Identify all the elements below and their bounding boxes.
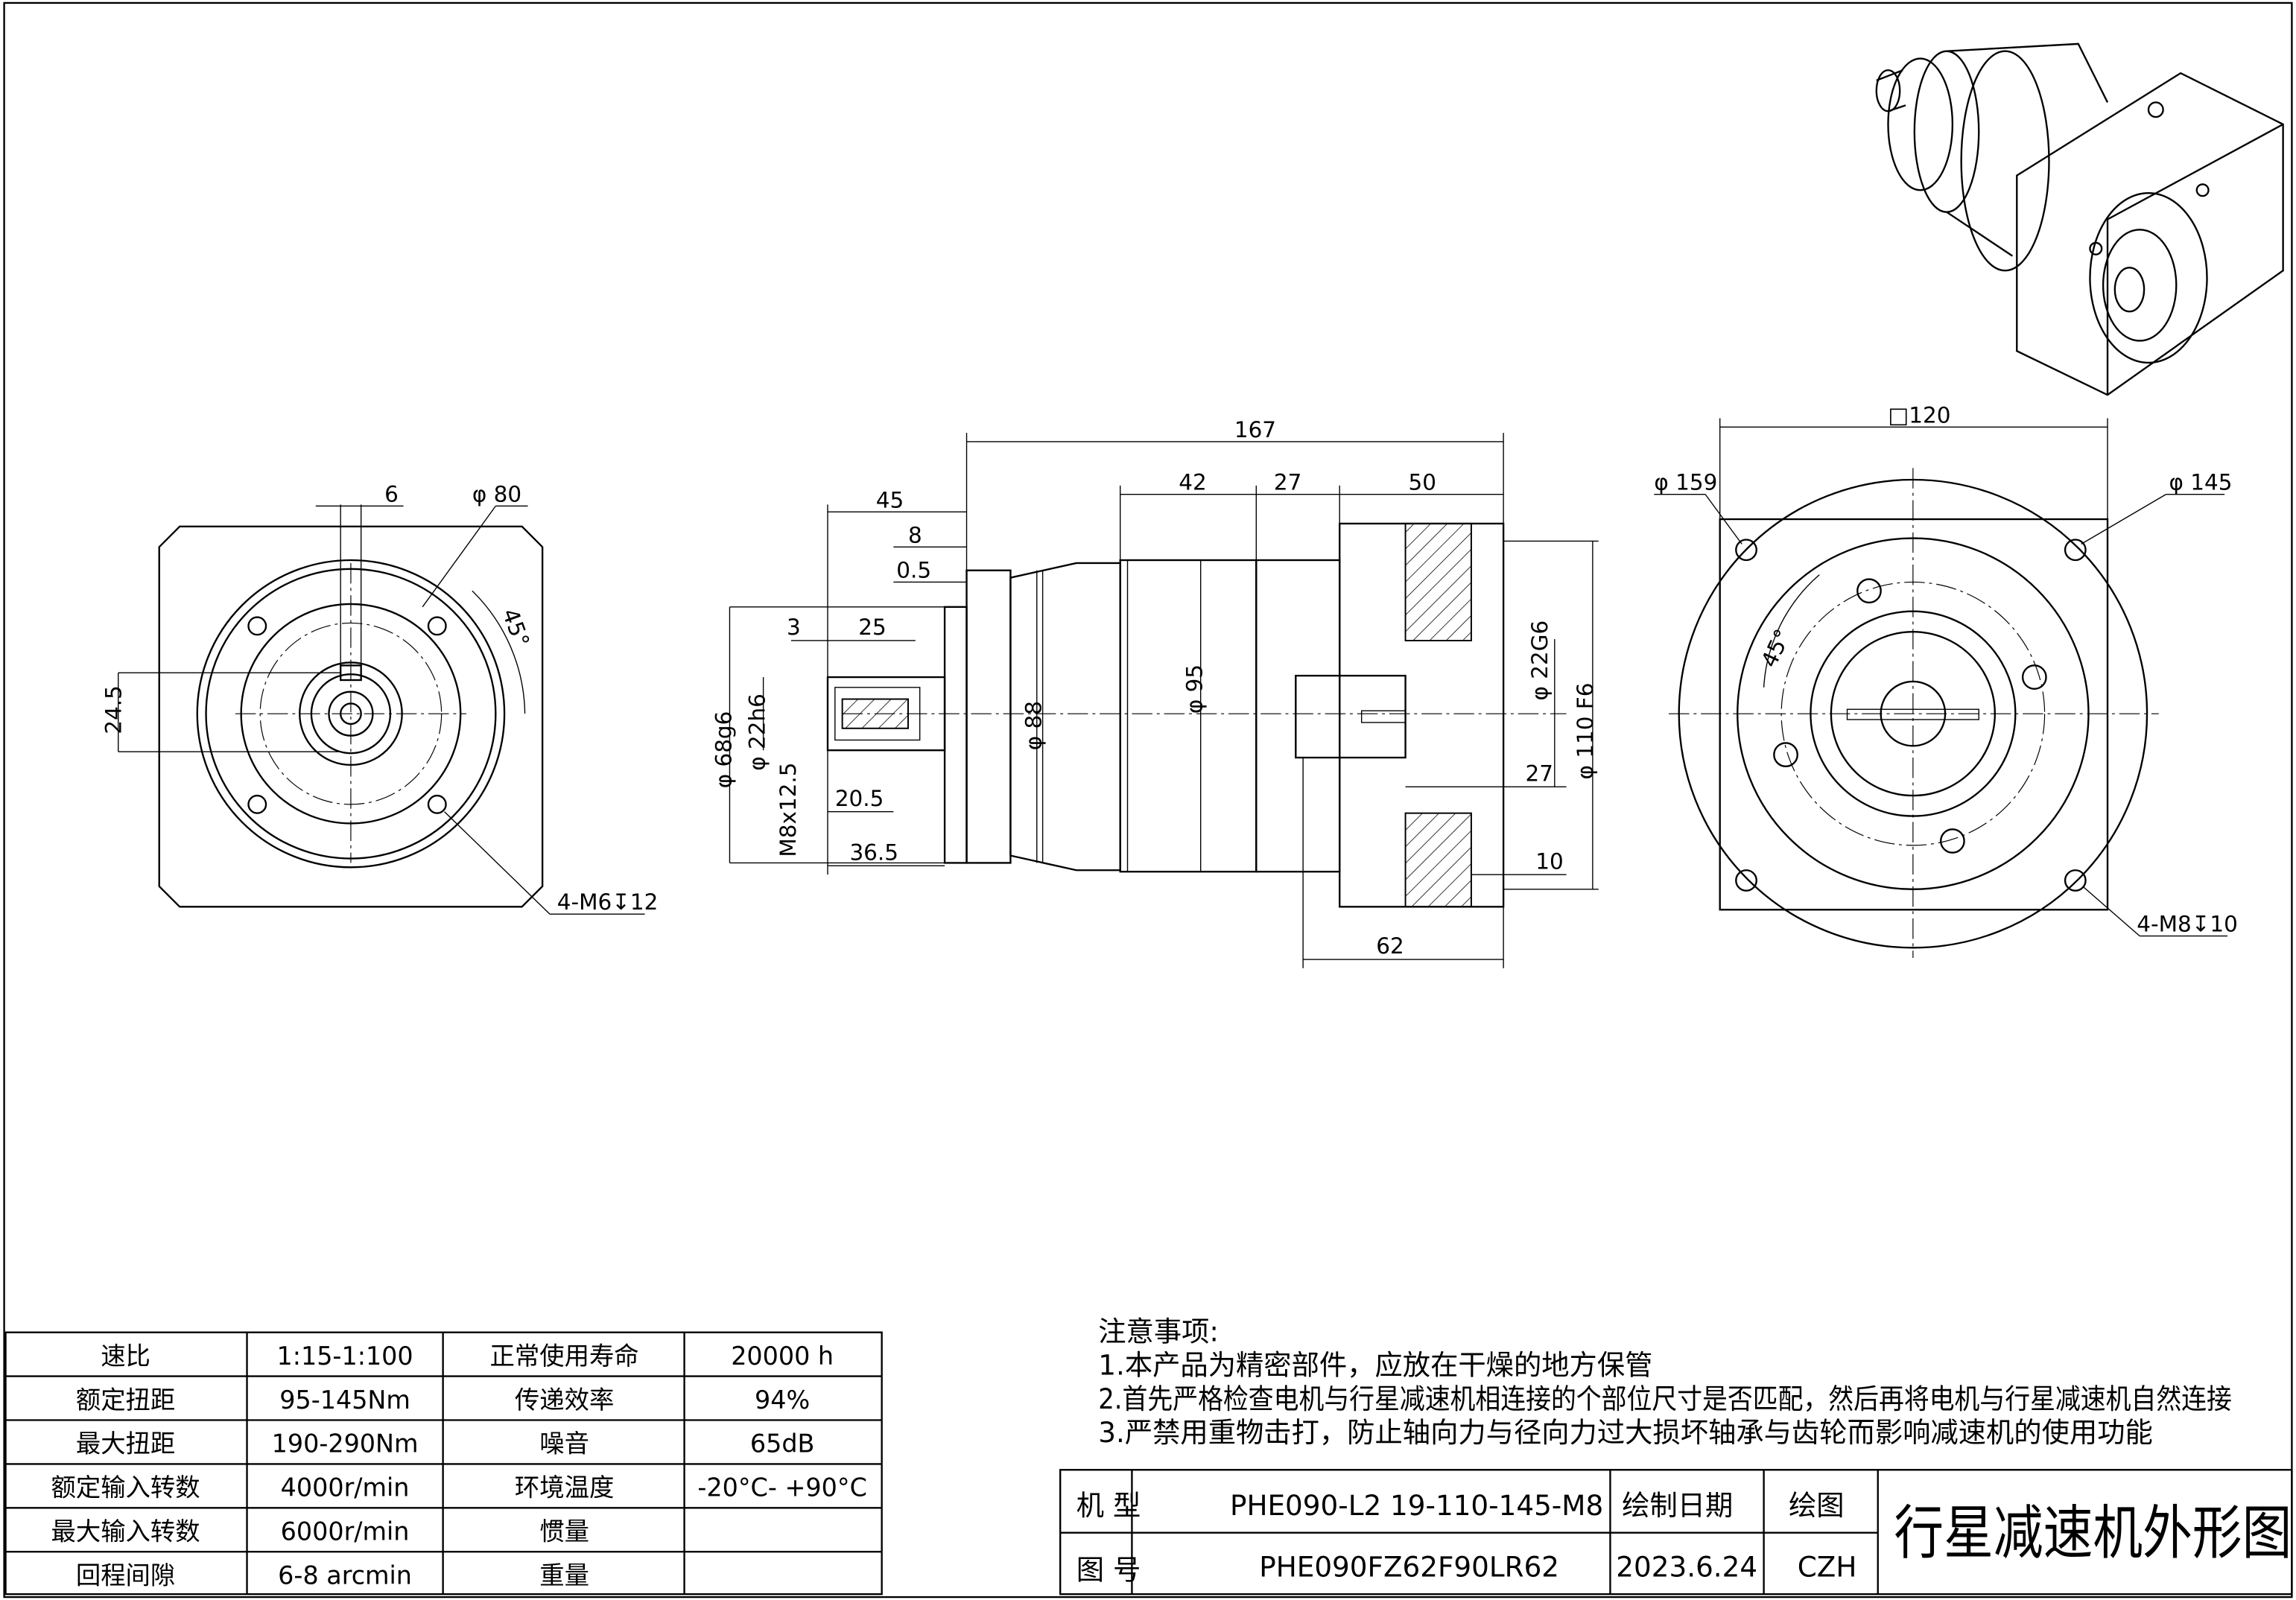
dim-angle: 45° <box>497 605 534 650</box>
dim-27a: 27 <box>1274 470 1301 495</box>
dim-phi22h6: φ 22h6 <box>745 693 770 771</box>
drawing-border <box>3 1 2293 1599</box>
side-view: 167 45 42 27 50 8 0.5 3 25 20.5 36.5 62 … <box>711 417 1599 968</box>
dim-holes: 4-M6↧12 <box>557 889 659 915</box>
spec-label: 惯量 <box>539 1517 589 1546</box>
drawn-by-label: 绘图 <box>1789 1489 1845 1522</box>
dim-m8: M8x12.5 <box>776 762 801 857</box>
dim-square: □120 <box>1888 402 1950 428</box>
dim-phi22g6: φ 22G6 <box>1527 620 1553 701</box>
dim-36-5: 36.5 <box>849 840 898 866</box>
spec-value: 6000r/min <box>281 1517 410 1546</box>
spec-label: 最大扭距 <box>76 1429 175 1458</box>
dim-42: 42 <box>1179 470 1206 495</box>
spec-label: 额定扭距 <box>76 1385 175 1415</box>
dim-angle-rear: 45° <box>1757 625 1796 671</box>
dim-phi145: φ 145 <box>2169 470 2232 495</box>
spec-label: 最大输入转数 <box>51 1517 200 1546</box>
rear-view-right: □120 φ 159 φ 145 45° 4-M8↧10 <box>1654 402 2238 959</box>
notes-title: 注意事项: <box>1098 1315 1219 1347</box>
spec-label: 环境温度 <box>515 1473 614 1502</box>
spec-value: 6-8 arcmin <box>278 1561 412 1590</box>
dim-20-5: 20.5 <box>835 786 884 811</box>
spec-label: 回程间隙 <box>76 1561 175 1590</box>
dim-62: 62 <box>1376 933 1404 959</box>
spec-value: 94% <box>755 1385 810 1415</box>
date-value: 2023.6.24 <box>1616 1551 1757 1584</box>
model-label: 机 型 <box>1076 1489 1141 1522</box>
model-value: PHE090-L2 19-110-145-M8 <box>1230 1489 1603 1522</box>
spec-label: 额定输入转数 <box>51 1473 200 1502</box>
spec-value: 190-290Nm <box>272 1429 419 1458</box>
spec-value: 95-145Nm <box>279 1385 410 1415</box>
note-item: 1.本产品为精密部件，应放在干燥的地方保管 <box>1098 1349 1652 1382</box>
spec-label: 传递效率 <box>515 1385 614 1415</box>
note-item: 2.首先严格检查电机与行星减速机相连接的个部位尺寸是否匹配，然后再将电机与行星减… <box>1098 1382 2232 1415</box>
spec-value: 65dB <box>750 1429 815 1458</box>
dim-pcd: φ 80 <box>472 481 521 507</box>
notes: 注意事项: 1.本产品为精密部件，应放在干燥的地方保管 2.首先严格检查电机与行… <box>1098 1315 2232 1448</box>
dim-phi95: φ 95 <box>1182 664 1208 714</box>
spec-label: 噪音 <box>539 1429 589 1458</box>
dim-shaft-length: 45 <box>876 487 904 512</box>
front-view-left: 6 φ 80 45° 24.5 4-M6↧12 <box>101 481 659 915</box>
dim-holes-rear: 4-M8↧10 <box>2137 912 2238 937</box>
dim-8: 8 <box>908 522 922 547</box>
drawn-by-value: CZH <box>1798 1551 1857 1584</box>
drawing-title: 行星减速机外形图 <box>1894 1499 2292 1567</box>
spec-table: 速比 1:15-1:100 正常使用寿命 20000 h 额定扭距 95-145… <box>4 1331 883 1596</box>
dim-25: 25 <box>858 615 886 640</box>
dim-key-width: 6 <box>384 481 399 507</box>
spec-value: 4000r/min <box>281 1473 410 1502</box>
dim-3: 3 <box>787 615 801 640</box>
dim-27b: 27 <box>1526 761 1553 786</box>
dim-0-5: 0.5 <box>896 558 931 583</box>
spec-label: 正常使用寿命 <box>490 1342 639 1371</box>
drawing-number-label: 图 号 <box>1076 1554 1141 1587</box>
dim-phi88: φ 88 <box>1021 701 1047 750</box>
spec-value: 20000 h <box>731 1342 834 1371</box>
drawing-number-value: PHE090FZ62F90LR62 <box>1259 1551 1559 1584</box>
dim-phi159: φ 159 <box>1654 470 1717 495</box>
note-item: 3.严禁用重物击打，防止轴向力与径向力过大损坏轴承与齿轮而影响减速机的使用功能 <box>1098 1416 2153 1449</box>
dim-phi110: φ 110 F6 <box>1573 683 1598 780</box>
date-label: 绘制日期 <box>1622 1489 1733 1522</box>
isometric-view <box>1875 42 2284 396</box>
dim-overall: 167 <box>1234 417 1276 442</box>
spec-value: 1:15-1:100 <box>277 1342 413 1371</box>
dim-50: 50 <box>1408 470 1436 495</box>
spec-label: 重量 <box>539 1561 589 1590</box>
dim-key-height: 24.5 <box>101 685 127 734</box>
spec-label: 速比 <box>101 1342 150 1371</box>
spec-value: -20°C- +90°C <box>697 1473 866 1502</box>
dim-10: 10 <box>1535 848 1563 874</box>
title-block: 机 型 PHE090-L2 19-110-145-M8 图 号 PHE090FZ… <box>1059 1469 2293 1596</box>
dim-phi68: φ 68g6 <box>711 711 736 789</box>
